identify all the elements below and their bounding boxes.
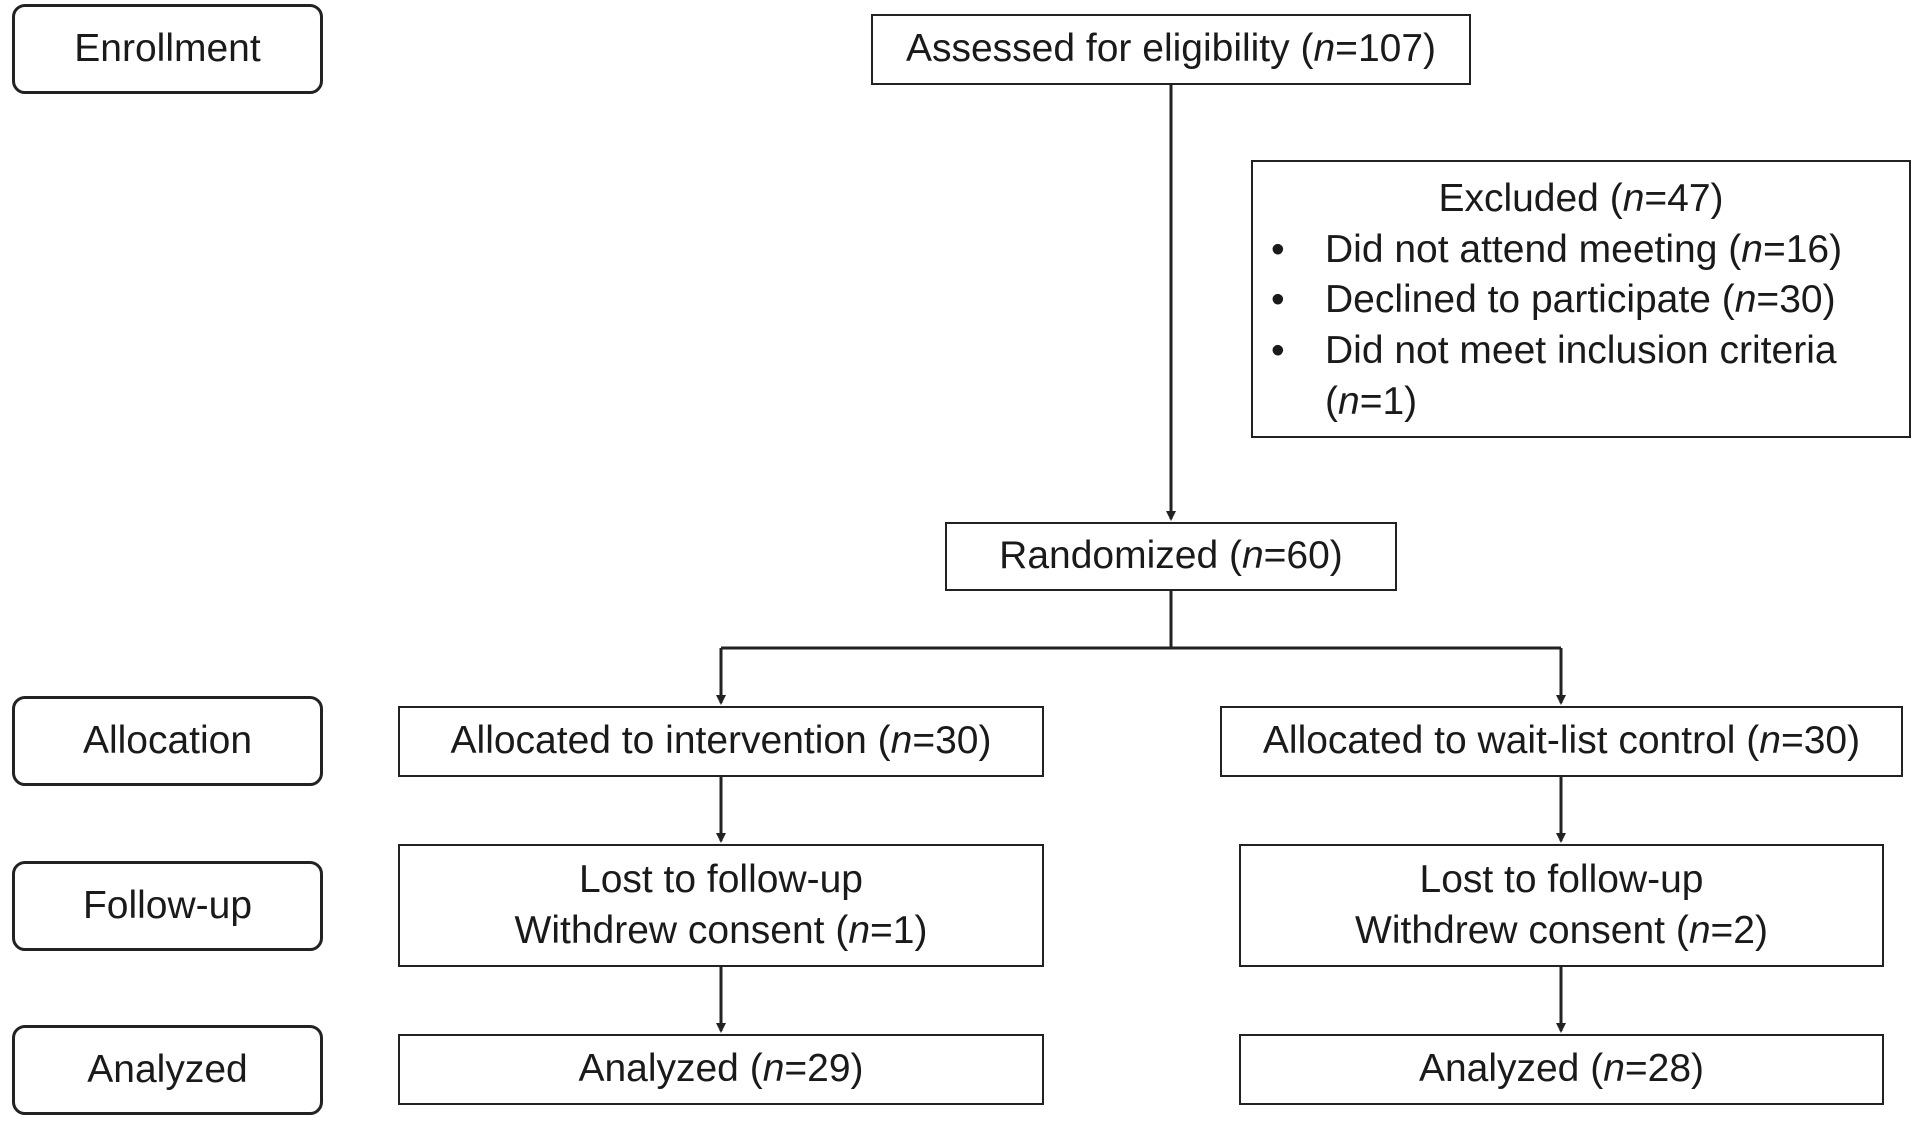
followup-control-title: Lost to follow-up (1419, 857, 1704, 901)
stage-enrollment-label: Enrollment (74, 26, 261, 70)
excluded-reason-item: Did not attend meeting (n=16) (1253, 225, 1909, 276)
analyzed-intervention-text: Analyzed (n=29) (578, 1047, 864, 1091)
allocated-intervention-text: Allocated to intervention (n=30) (450, 719, 992, 763)
stage-enrollment: Enrollment (12, 4, 323, 94)
allocated-intervention-box: Allocated to intervention (n=30) (398, 706, 1044, 777)
followup-intervention-title: Lost to follow-up (579, 857, 863, 901)
stage-analyzed-label: Analyzed (87, 1047, 248, 1091)
followup-intervention-box: Lost to follow-up Withdrew consent (n=1) (398, 844, 1044, 967)
stage-follow-up-label: Follow-up (82, 883, 253, 927)
followup-intervention-text: Withdrew consent (n=1) (514, 908, 928, 952)
stage-follow-up: Follow-up (12, 861, 323, 951)
randomized-box: Randomized (n=60) (945, 522, 1397, 591)
allocated-control-text: Allocated to wait-list control (n=30) (1262, 719, 1861, 763)
analyzed-control-text: Analyzed (n=28) (1418, 1047, 1705, 1091)
stage-allocation: Allocation (12, 696, 323, 786)
assessed-text: Assessed for eligibility (n=107) (905, 27, 1437, 71)
excluded-reason-item: Declined to participate (n=30) (1253, 275, 1909, 326)
randomized-text: Randomized (n=60) (999, 534, 1343, 578)
analyzed-control-box: Analyzed (n=28) (1239, 1034, 1884, 1105)
assessed-box: Assessed for eligibility (n=107) (871, 14, 1471, 85)
excluded-title: Excluded (n=47) (1438, 177, 1724, 220)
excluded-box: Excluded (n=47) Did not attend meeting (… (1251, 160, 1911, 438)
stage-allocation-label: Allocation (82, 718, 253, 762)
followup-control-text: Withdrew consent (n=2) (1355, 908, 1768, 952)
followup-control-box: Lost to follow-up Withdrew consent (n=2) (1239, 844, 1884, 967)
analyzed-intervention-box: Analyzed (n=29) (398, 1034, 1044, 1105)
excluded-reasons-list: Did not attend meeting (n=16) Declined t… (1253, 225, 1909, 428)
allocated-control-box: Allocated to wait-list control (n=30) (1220, 706, 1903, 777)
excluded-reason-item: Did not meet inclusion criteria (n=1) (1253, 326, 1909, 427)
stage-analyzed: Analyzed (12, 1025, 323, 1115)
